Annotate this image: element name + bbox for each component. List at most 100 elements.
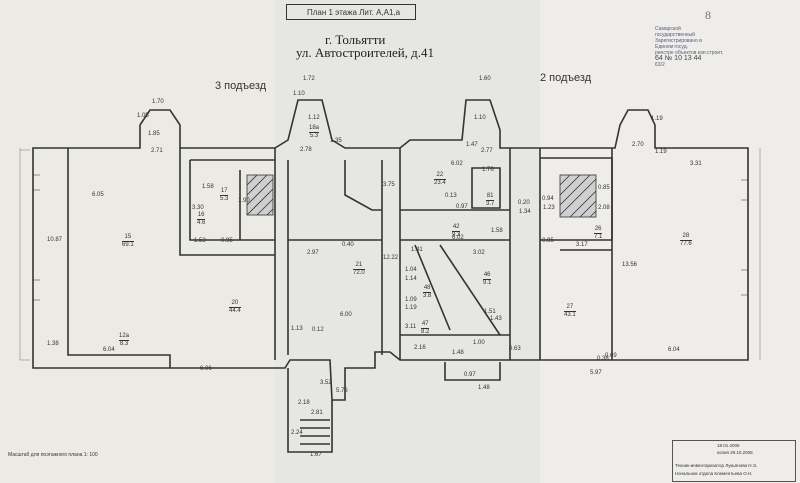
table-copy-date: копия 29.10.2008 — [717, 450, 753, 455]
dimension-label: 3.02 — [473, 250, 485, 256]
table-head: Начальник отдела Клементьева О.Н. — [675, 471, 753, 476]
stamp-line: 63/2 — [655, 62, 665, 68]
registration-stamp: Самарской государственный Зарегистрирова… — [655, 26, 775, 116]
dimension-label: 2.24 — [291, 430, 303, 436]
room-number: 18a — [309, 125, 320, 133]
room-number: 17 — [220, 188, 229, 196]
dimension-label: 6.04 — [103, 347, 115, 353]
room-number: 16 — [197, 212, 206, 220]
dimension-label: 1.58 — [491, 228, 503, 234]
dimension-label: 0.40 — [342, 242, 354, 248]
room-area: 4.6 — [197, 220, 206, 226]
dimension-label: 1.13 — [291, 326, 303, 332]
dimension-label: 3.11 — [405, 324, 417, 330]
signature-table: 18.01.2006 копия 29.10.2008 Техник-инвен… — [672, 440, 796, 482]
dimension-label: 3.52 — [320, 380, 332, 386]
room-area: 43.1 — [564, 312, 576, 318]
stamp-line: 64 № 10 13 44 — [655, 55, 702, 62]
dimension-label: 1.53 — [194, 238, 206, 244]
dimension-label: 3.30 — [192, 205, 204, 211]
room-number: 20 — [229, 300, 241, 308]
room-number: 48 — [423, 285, 432, 293]
dimension-label: 1.48 — [452, 350, 464, 356]
dimension-label: 0.63 — [509, 346, 521, 352]
dimension-label: 1.00 — [473, 340, 485, 346]
dimension-label: 1.76 — [482, 167, 494, 173]
dimension-label: 1.19 — [651, 116, 663, 122]
dimension-label: 0.95 — [542, 238, 554, 244]
dimension-label: 1.90 — [238, 198, 250, 204]
dimension-label: 6.06 — [200, 366, 212, 372]
dimension-label: 1.12 — [308, 115, 320, 121]
room-area: 44.4 — [229, 308, 241, 314]
street-address-label: ул. Автостроителей, д.41 — [296, 45, 435, 60]
stamp-line: Зарегистрировано в — [655, 38, 702, 44]
room-number: 22 — [434, 172, 446, 180]
dimension-label: 6.00 — [340, 312, 352, 318]
dimension-label: 5.97 — [590, 370, 602, 376]
dimension-label: 1.47 — [466, 142, 478, 148]
dimension-label: 1.70 — [152, 99, 164, 105]
room-area: 5.3 — [309, 133, 319, 139]
dimension-label: 1.35 — [330, 138, 342, 144]
room-area: 9.3 — [452, 232, 461, 238]
dimension-label: 3.17 — [576, 242, 588, 248]
dimension-label: 2.08 — [598, 205, 610, 211]
room-number: 28 — [680, 233, 692, 241]
room-area: 72.0 — [353, 270, 365, 276]
dimension-label: 0.94 — [542, 196, 554, 202]
room-number: 46 — [483, 272, 492, 280]
dimension-label: 2.97 — [307, 250, 319, 256]
room-number: 27 — [564, 304, 576, 312]
room-area: 5.3 — [220, 196, 229, 202]
city-label: г. Тольятти — [325, 32, 386, 47]
scale-note: Масштаб для поэтажного плана 1: 100 — [8, 452, 98, 458]
plan-title-box: План 1 этажа Лит. А,А1,а — [286, 4, 416, 20]
room-area: 77.6 — [680, 241, 692, 247]
room-area: 3.7 — [486, 201, 495, 207]
room-area: 8.2 — [421, 329, 430, 335]
room-number: 21 — [353, 262, 365, 270]
dimension-label: 2.16 — [414, 345, 426, 351]
room-number: 15 — [122, 234, 134, 242]
dimension-label: 1.85 — [148, 131, 160, 137]
stamp-line: реестре объектов кап.строит. — [655, 50, 724, 56]
room-area: 9.1 — [483, 280, 492, 286]
dimension-label: 1.10 — [474, 115, 486, 121]
dimension-label: 1.43 — [490, 316, 502, 322]
dimension-label: 6.02 — [452, 235, 464, 241]
dimension-label: 5.76 — [336, 388, 348, 394]
table-technician: Техник-инвентаризатор Лукьянова Н.Э. — [675, 463, 758, 468]
dimension-label: 1.04 — [405, 267, 417, 273]
dimension-label: 1.48 — [478, 385, 490, 391]
dimension-label: 13.56 — [622, 262, 638, 268]
room-area: 69.1 — [122, 242, 134, 248]
paper-sheet-right — [540, 0, 800, 483]
dimension-label: 1.23 — [543, 205, 555, 211]
dimension-label: 0.85 — [598, 185, 610, 191]
dimension-label: 3.75 — [383, 182, 395, 188]
dimension-label: 1.41 — [411, 247, 423, 253]
dimension-label: 0.97 — [456, 204, 468, 210]
paper-sheet-left — [0, 0, 275, 483]
room-number: 47 — [421, 321, 430, 329]
room-area: 7.1 — [594, 234, 603, 240]
dimension-label: 0.95 — [221, 238, 233, 244]
dimension-label: 1.60 — [479, 76, 491, 82]
room-area: 3.8 — [423, 293, 432, 299]
entrance-3-label: 3 подъезд — [215, 80, 267, 92]
